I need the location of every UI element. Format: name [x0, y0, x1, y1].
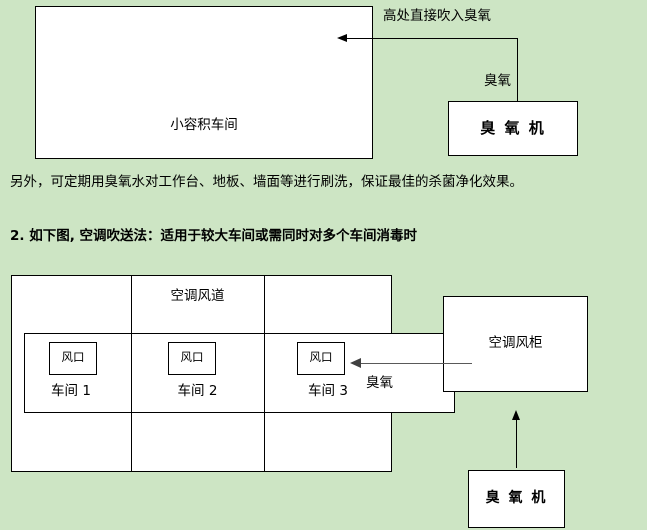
vent-label-2: 风口 — [180, 350, 204, 364]
vent-box-2: 风口 — [168, 342, 216, 375]
air-handling-unit-label: 空调风柜 — [488, 335, 543, 351]
vent-box-1: 风口 — [49, 342, 97, 375]
small-volume-workshop-box: 小容积车间 — [35, 6, 373, 159]
ozone-generator-box-bottom: 臭 氧 机 — [468, 470, 565, 528]
vent-label-3: 风口 — [309, 350, 333, 364]
ozone-flow-line — [360, 363, 472, 364]
workshop-label-3: 车间 3 — [308, 383, 348, 399]
workshop-label-1: 车间 1 — [51, 383, 91, 399]
ozone-generator-label-top: 臭 氧 机 — [480, 119, 546, 137]
ozone-flow-arrowhead-icon-2 — [350, 358, 361, 368]
ozone-generator-label-bottom: 臭 氧 机 — [485, 490, 548, 506]
air-duct-divider-2 — [264, 333, 265, 413]
ozone-supply-line — [516, 420, 517, 468]
ozone-water-paragraph: 另外，可定期用臭氧水对工作台、地板、墙面等进行刷洗，保证最佳的杀菌净化效果。 — [10, 174, 523, 190]
high-level-injection-caption: 高处直接吹入臭氧 — [383, 8, 491, 24]
section-heading-2: 2. 如下图, 空调吹送法：适用于较大车间或需同时对多个车间消毒时 — [10, 228, 418, 244]
ozone-flow-label: 臭氧 — [366, 375, 393, 391]
air-duct-divider-1 — [131, 333, 132, 413]
air-duct-label: 空调风道 — [170, 288, 225, 304]
ozone-pipe-horizontal-line — [345, 38, 518, 39]
small-volume-workshop-label: 小容积车间 — [170, 117, 238, 133]
vent-label-1: 风口 — [61, 350, 85, 364]
ozone-pipe-caption: 臭氧 — [484, 73, 511, 89]
ozone-pipe-vertical-line — [517, 38, 518, 102]
vent-box-3: 风口 — [297, 342, 345, 375]
ozone-flow-arrowhead-icon — [337, 34, 347, 42]
workshop-label-2: 车间 2 — [177, 383, 218, 399]
ozone-generator-box-top: 臭 氧 机 — [448, 101, 578, 156]
ozone-supply-arrowhead-icon — [512, 410, 520, 420]
air-handling-unit-box: 空调风柜 — [443, 296, 588, 392]
